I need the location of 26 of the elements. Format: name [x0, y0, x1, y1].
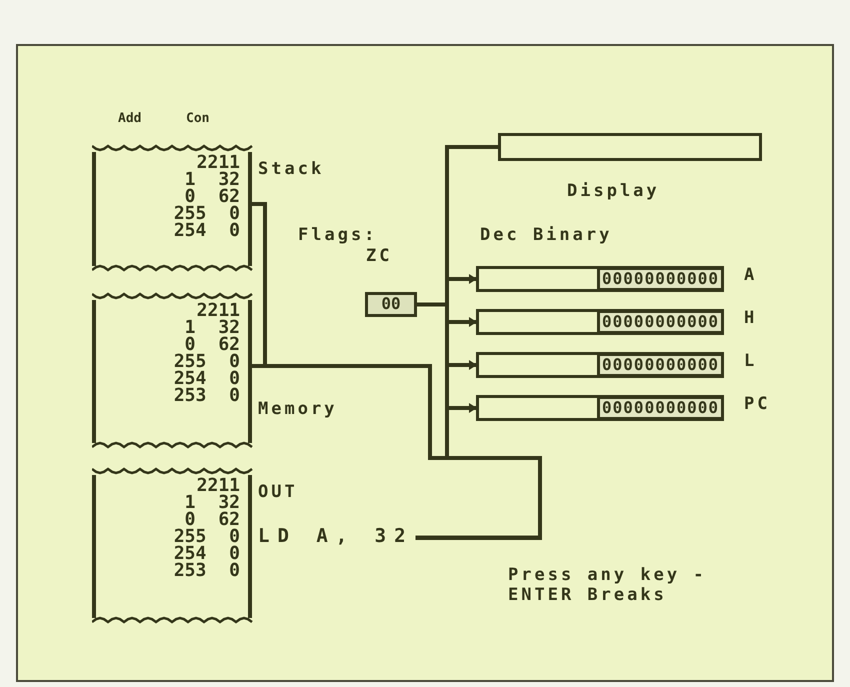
display-box [498, 133, 762, 161]
instruction-text: LD A, 32 [258, 526, 414, 548]
component-label: L [744, 352, 758, 372]
component-label: PC [744, 395, 770, 415]
register-box [476, 395, 724, 421]
binary-value: 00000000000 [597, 396, 721, 420]
column-header: Con [186, 112, 210, 127]
register-box [476, 266, 724, 292]
component-label: ZC [366, 247, 392, 267]
component-label: Stack [258, 160, 324, 180]
binary-value: 00000000000 [597, 267, 721, 291]
component-label: Display [567, 182, 660, 202]
connector-line [252, 202, 542, 540]
component-label: Memory [258, 400, 338, 420]
column-header: Dec Binary [480, 226, 612, 246]
register-box [476, 352, 724, 378]
binary-value: 00000000000 [597, 310, 721, 334]
binary-value: 00000000000 [597, 353, 721, 377]
component-label: H [744, 309, 758, 329]
flags-box: 00 [365, 292, 417, 317]
column-header: Add [118, 112, 142, 127]
component-label: Flags: [298, 226, 378, 246]
instruction-note: Press any key -ENTER Breaks [508, 566, 708, 606]
component-label: OUT [258, 483, 298, 503]
register-box [476, 309, 724, 335]
component-label: A [744, 266, 758, 286]
